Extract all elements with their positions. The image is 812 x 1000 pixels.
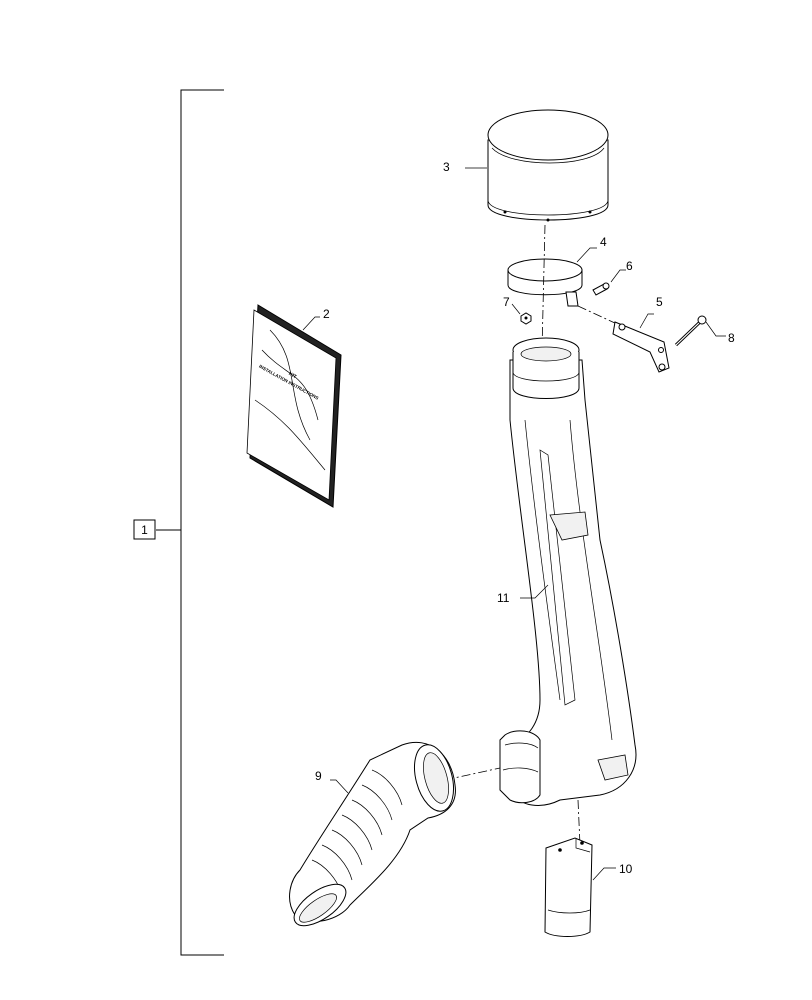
centerline-cap <box>541 224 546 351</box>
callout-6: 6 <box>626 259 633 273</box>
centerline-shield <box>577 799 581 846</box>
callout-1: 1 <box>141 523 148 537</box>
leader-9 <box>330 779 349 794</box>
callout-2: 2 <box>323 307 330 321</box>
callout-11: 11 <box>497 591 510 605</box>
bracket-bolt <box>674 315 707 347</box>
mounting-bracket <box>612 321 670 373</box>
callout-5: 5 <box>656 295 663 309</box>
centerline-hose <box>444 767 501 781</box>
leader-7 <box>511 303 521 315</box>
bellows-hose <box>289 741 456 927</box>
leader-5 <box>639 313 654 329</box>
manual-title-line1: KIT <box>287 371 297 380</box>
callout-7: 7 <box>503 295 510 309</box>
leader-10 <box>592 867 616 881</box>
leader-4 <box>576 247 597 263</box>
callout-8: 8 <box>728 331 735 345</box>
clamp-bolt <box>592 282 610 296</box>
leader-8 <box>705 321 726 337</box>
callout-4: 4 <box>600 235 607 249</box>
clamp-nut <box>520 312 532 325</box>
leader-6 <box>610 269 626 283</box>
callout-3: 3 <box>443 160 450 174</box>
precleaner-cap <box>487 109 609 222</box>
intake-tube <box>499 337 637 806</box>
callout-1-box <box>133 519 156 540</box>
callout-10: 10 <box>619 862 633 876</box>
callout-9: 9 <box>315 769 322 783</box>
leader-2 <box>302 316 320 331</box>
band-clamp <box>507 258 583 307</box>
leader-11 <box>520 584 549 599</box>
assembly-bracket <box>156 89 224 956</box>
heat-shield <box>544 837 593 937</box>
instruction-manual: KIT INSTALLATION INSTRUCTIONS <box>246 304 342 508</box>
